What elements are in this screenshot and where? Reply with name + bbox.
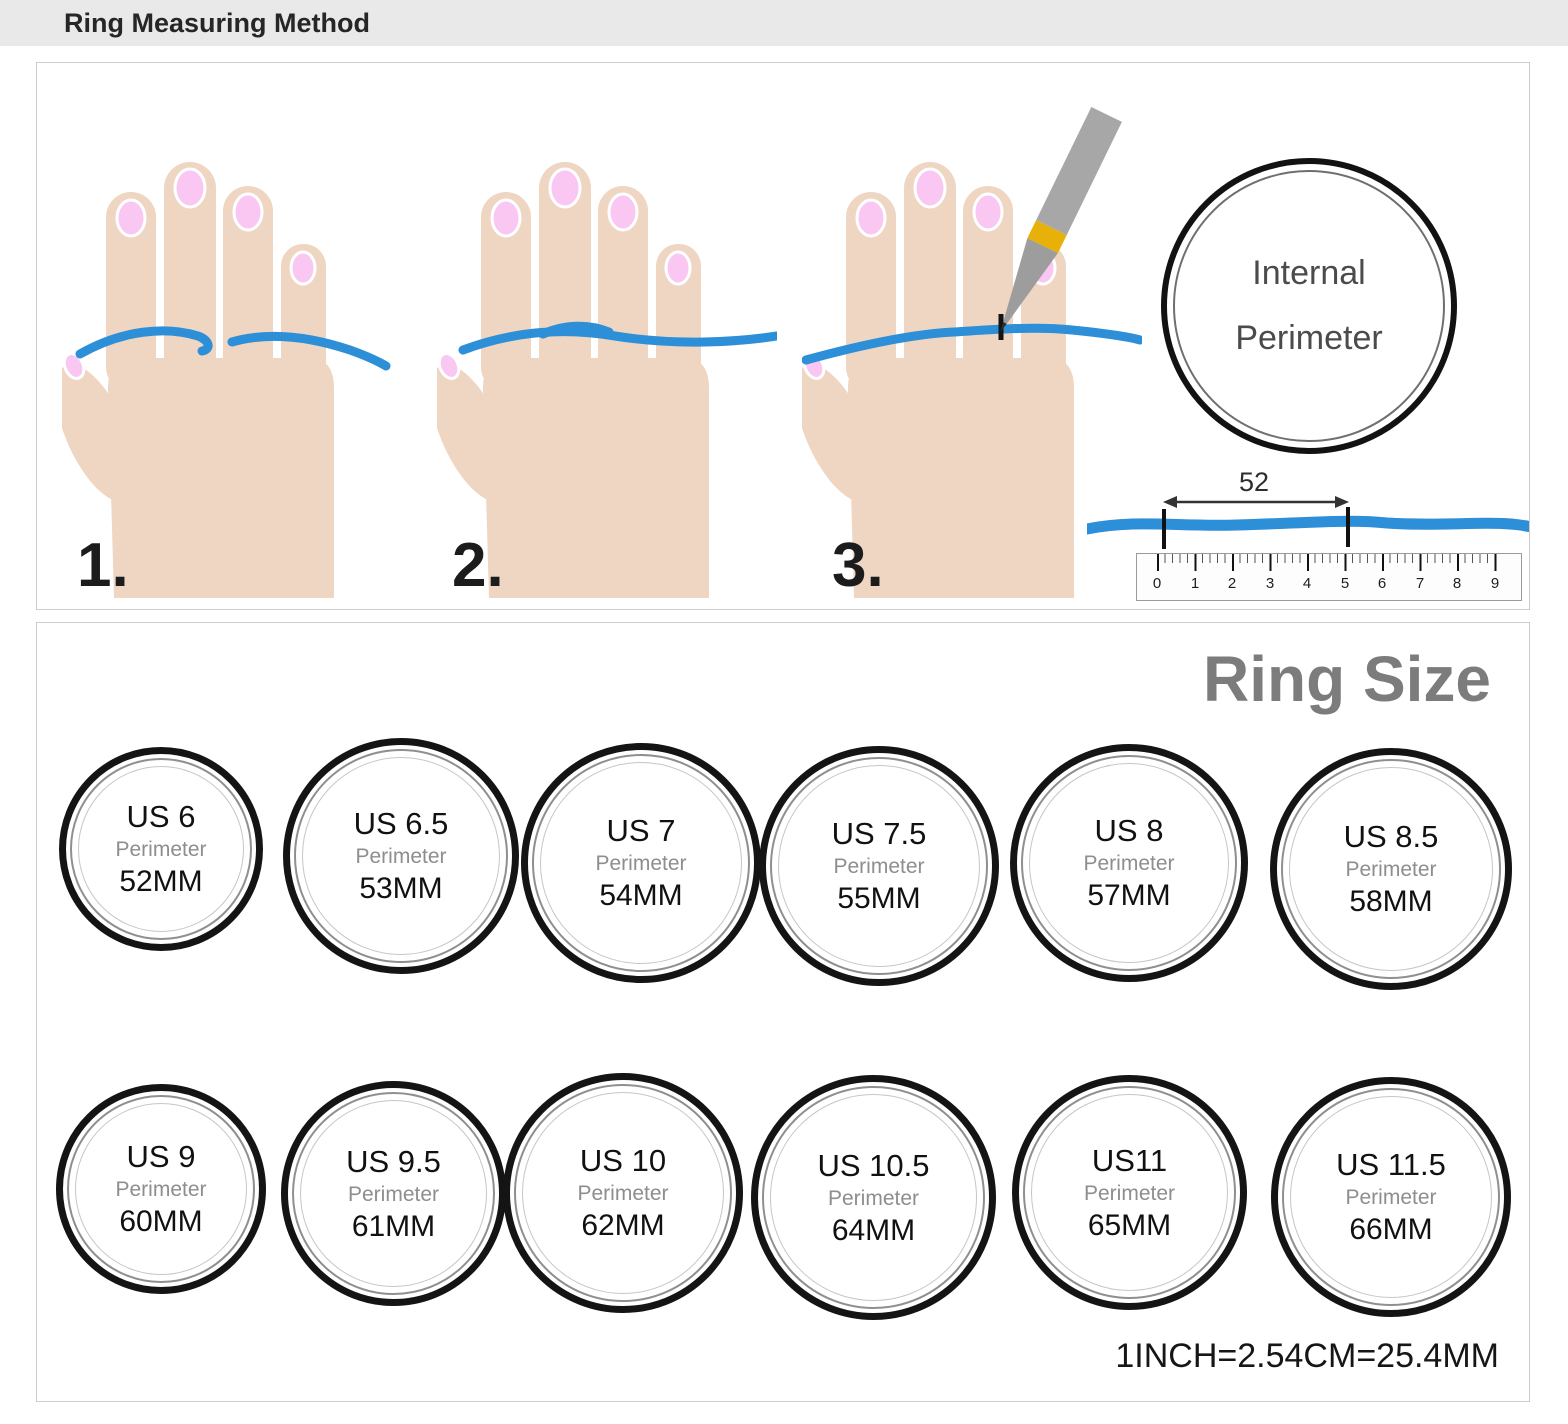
ruler-number: 3 (1265, 575, 1275, 592)
ring-mm-value: 53MM (359, 872, 443, 905)
ring-mm-value: 52MM (119, 865, 203, 898)
ruler-illustration: 52 0 1 2 3 4 5 6 7 8 9 (1087, 461, 1529, 609)
ring-size-item-us7-5: US 7.5 Perimeter 55MM (759, 746, 999, 986)
hand-step-1-illustration (62, 160, 391, 598)
header-bar: Ring Measuring Method (0, 0, 1568, 46)
ring-size-panel: Ring Size US 6 Perimeter 52MM US 6.5 Per… (36, 622, 1530, 1402)
measuring-method-panel: 1. 2. 3. Internal Perimeter 52 0 1 2 3 4… (36, 62, 1530, 610)
ring-size-item-us7: US 7 Perimeter 54MM (521, 743, 761, 983)
ring-perimeter-label: Perimeter (595, 852, 687, 875)
ring-perimeter-label: Perimeter (1083, 852, 1175, 875)
ring-us-label: US 9 (126, 1139, 196, 1174)
ring-perimeter-label: Perimeter (833, 855, 925, 878)
ruler-number: 5 (1340, 575, 1350, 592)
ring-perimeter-label: Perimeter (827, 1186, 920, 1210)
ring-perimeter-label: Perimeter (115, 1178, 207, 1201)
ring-size-item-us9-5: US 9.5 Perimeter 61MM (281, 1081, 506, 1306)
step-number-3: 3. (832, 531, 884, 600)
string-measurement-graphic (1087, 496, 1529, 549)
ring-us-label: US 9.5 (346, 1143, 441, 1179)
ring-size-item-us8-5: US 8.5 Perimeter 58MM (1270, 748, 1512, 990)
step-number-2: 2. (452, 531, 504, 600)
measure-value-label: 52 (1239, 467, 1270, 497)
ring-mm-value: 65MM (1087, 1208, 1172, 1242)
ring-us-label: US 6.5 (353, 806, 449, 841)
ring-size-item-us6-5: US 6.5 Perimeter 53MM (283, 738, 519, 974)
ring-us-label: US 8.5 (1343, 819, 1439, 854)
ring-size-item-us8: US 8 Perimeter 57MM (1010, 744, 1248, 982)
ring-perimeter-label: Perimeter (1345, 858, 1437, 881)
ring-perimeter-label: Perimeter (115, 838, 207, 861)
ring-us-label: US 10 (579, 1143, 667, 1178)
internal-perimeter-circle: Internal Perimeter (1161, 158, 1457, 454)
ring-mm-value: 66MM (1349, 1213, 1433, 1246)
ring-mm-value: 64MM (831, 1213, 916, 1247)
ring-perimeter-label: Perimeter (577, 1182, 669, 1205)
step-number-1: 1. (77, 531, 129, 600)
ring-perimeter-label: Perimeter (1083, 1181, 1176, 1205)
ruler-number: 7 (1415, 575, 1425, 592)
ring-mm-value: 61MM (351, 1209, 436, 1243)
inch-conversion-note: 1INCH=2.54CM=25.4MM (1115, 1337, 1499, 1375)
hand-step-2-illustration (437, 160, 777, 598)
ring-us-label: US 6 (126, 799, 196, 834)
internal-perimeter-line1: Internal (1252, 254, 1366, 292)
ruler-number: 1 (1190, 575, 1200, 592)
ruler-number: 4 (1302, 575, 1312, 592)
ring-mm-value: 55MM (837, 882, 921, 915)
ring-mm-value: 62MM (581, 1209, 665, 1242)
marker-pen-icon (1000, 106, 1122, 332)
ring-size-item-us6: US 6 Perimeter 52MM (59, 747, 263, 951)
ring-us-label: US 8 (1094, 813, 1164, 848)
ruler-number: 6 (1377, 575, 1387, 592)
internal-perimeter-line2: Perimeter (1235, 319, 1383, 357)
ring-perimeter-label: Perimeter (355, 845, 447, 868)
ring-us-label: US11 (1091, 1142, 1168, 1178)
ring-perimeter-label: Perimeter (347, 1182, 440, 1206)
ruler-number: 8 (1452, 575, 1462, 592)
ring-mm-value: 58MM (1349, 885, 1433, 918)
ring-us-label: US 7 (606, 813, 676, 848)
ring-mm-value: 60MM (119, 1205, 203, 1238)
page-title: Ring Measuring Method (64, 7, 370, 38)
ruler-number: 9 (1490, 575, 1500, 592)
ring-size-item-us11: US11 Perimeter 65MM (1012, 1075, 1247, 1310)
ruler-number: 2 (1227, 575, 1237, 592)
hand-step-3-illustration (802, 160, 1142, 598)
ring-size-item-us10-5: US 10.5 Perimeter 64MM (751, 1075, 996, 1320)
ring-mm-value: 57MM (1087, 879, 1171, 912)
ring-size-item-us10: US 10 Perimeter 62MM (503, 1073, 743, 1313)
ring-mm-value: 54MM (599, 879, 683, 912)
ruler-number: 0 (1152, 575, 1162, 592)
ruler-major-ticks (1157, 554, 1498, 571)
ring-us-label: US 10.5 (817, 1147, 930, 1183)
ring-us-label: US 7.5 (831, 816, 927, 851)
ring-perimeter-label: Perimeter (1345, 1186, 1437, 1209)
ring-size-title: Ring Size (1202, 643, 1491, 715)
ruler-scale: 0 1 2 3 4 5 6 7 8 9 (1136, 553, 1522, 601)
ring-us-label: US 11.5 (1336, 1147, 1446, 1182)
ring-size-item-us9: US 9 Perimeter 60MM (56, 1084, 266, 1294)
ring-size-item-us11-5: US 11.5 Perimeter 66MM (1271, 1077, 1511, 1317)
